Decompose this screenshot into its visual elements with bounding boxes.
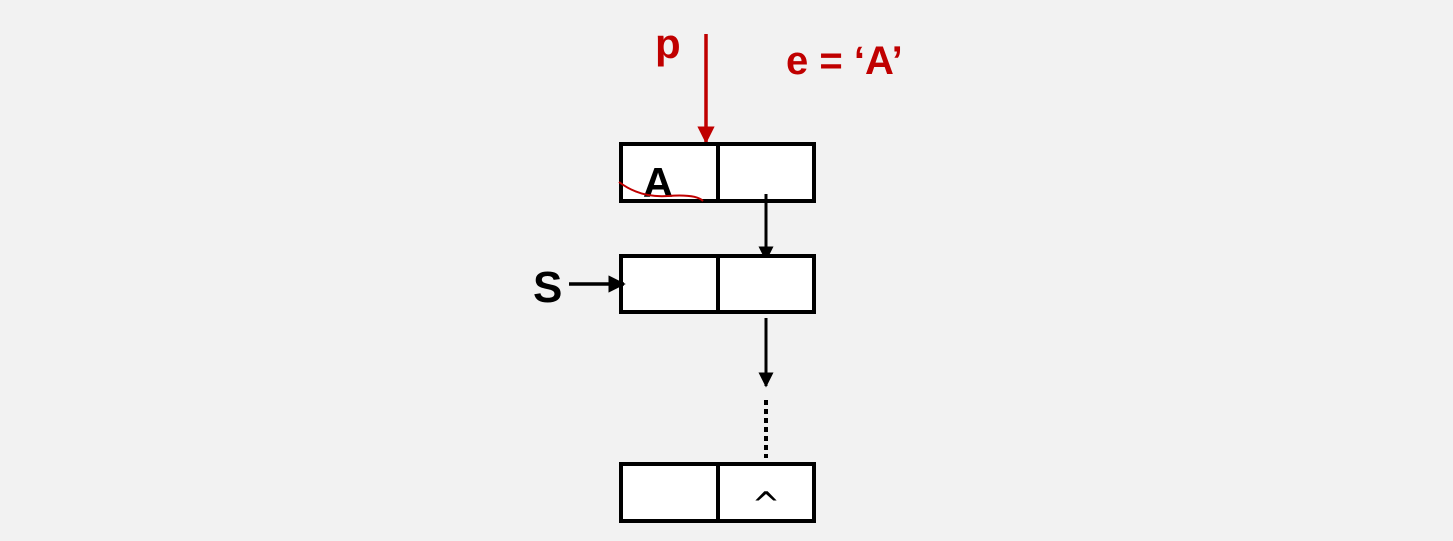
node-1: A: [618, 142, 816, 206]
red-scribble: [618, 181, 704, 202]
stack-pointer-label: S: [533, 263, 562, 312]
node-2: [619, 254, 816, 314]
pointer-p-label: p: [655, 20, 681, 67]
node-1-data: A: [643, 159, 673, 206]
node-3: ^: [619, 462, 816, 525]
null-pointer-symbol: ^: [752, 485, 781, 525]
assignment-label: e = ‘A’: [786, 39, 903, 83]
